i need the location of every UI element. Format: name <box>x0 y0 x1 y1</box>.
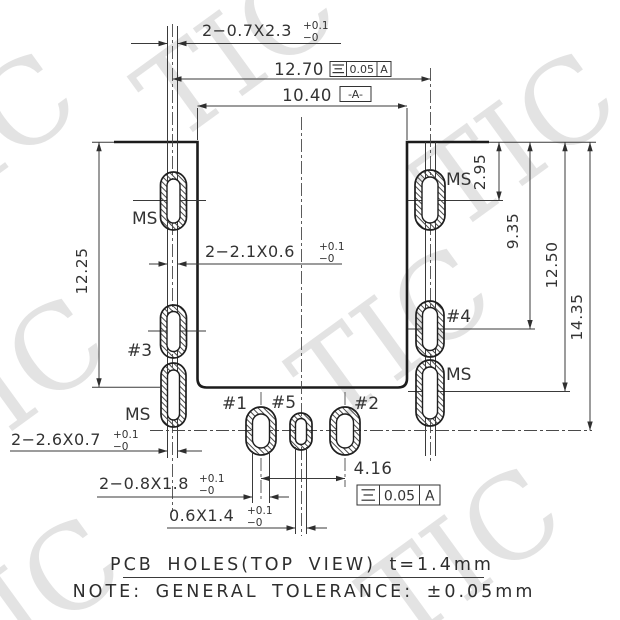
hole-3 <box>159 304 188 359</box>
dim-left-height: 12.25 <box>73 248 91 295</box>
holes <box>159 169 446 456</box>
hole-ms-right-bottom <box>415 359 445 427</box>
dim-width-outer: 12.70 <box>274 60 324 79</box>
dim-top-slot-tol-plus: +0.1 <box>303 20 329 32</box>
symmetry-icon <box>361 489 375 501</box>
dim-top-slot-tol-minus: −0 <box>303 32 318 44</box>
note-tolerance: NOTE: GENERAL TOLERANCE: ±0.05mm <box>73 582 536 602</box>
hole-4 <box>415 300 445 358</box>
label-hole4: #4 <box>446 307 471 327</box>
dim-right-9-35: 9.35 <box>504 213 522 250</box>
dim-hole5-slot-tol-plus: +0.1 <box>247 505 273 517</box>
dim-right-14-35: 14.35 <box>568 294 586 341</box>
fcf-bottom-tolerance: 0.05 <box>384 489 415 505</box>
fcf-top: 0.05 A <box>329 61 392 77</box>
datum-a-label: -A- <box>348 88 363 101</box>
dim-hole1-slot-tol-plus: +0.1 <box>199 473 225 485</box>
dimension-lines <box>10 40 593 531</box>
dim-top-slot: 2−0.7X2.3 <box>202 21 292 40</box>
dim-mid-slot-tol-minus: −0 <box>319 253 334 265</box>
dim-width-inner: 10.40 <box>282 86 332 105</box>
hole-2 <box>329 406 361 456</box>
label-hole2: #2 <box>354 394 379 414</box>
dim-right-12-50: 12.50 <box>543 242 561 289</box>
hole-5 <box>289 412 313 451</box>
note-title: PCB HOLES(TOP VIEW) t=1.4mm <box>110 555 494 575</box>
dim-bottom-left-slot: 2−2.6X0.7 <box>11 430 101 449</box>
label-ms-left-bottom: MS <box>125 405 150 425</box>
label-ms-right-top: MS <box>446 170 471 190</box>
watermark-text: TIC <box>0 271 131 503</box>
label-hole3: #3 <box>127 341 152 361</box>
dim-hole1-slot: 2−0.8X1.8 <box>99 474 189 493</box>
fcf-top-tolerance: 0.05 <box>350 63 375 76</box>
label-hole5: #5 <box>271 393 296 413</box>
fcf-bottom: 0.05 A <box>356 484 441 506</box>
dim-hole5-slot-tol-minus: −0 <box>247 517 262 529</box>
symmetry-icon <box>332 64 344 74</box>
dim-hole5-slot: 0.6X1.4 <box>169 506 234 525</box>
fcf-top-datum: A <box>380 63 388 76</box>
notes-block: PCB HOLES(TOP VIEW) t=1.4mm NOTE: GENERA… <box>73 555 536 602</box>
label-ms-right-bottom: MS <box>446 365 471 385</box>
dim-mid-slot-tol-plus: +0.1 <box>319 241 345 253</box>
dim-pitch: 4.16 <box>354 459 393 478</box>
label-hole1: #1 <box>222 394 247 414</box>
dimension-texts: 2−0.7X2.3 +0.1 −0 12.70 10.40 2−2.1X0.6 … <box>11 20 586 529</box>
label-ms-left-top: MS <box>132 209 157 229</box>
dim-bottom-left-slot-tol-minus: −0 <box>113 441 128 453</box>
hole-ms-left-top <box>159 171 188 231</box>
dim-right-2-95: 2.95 <box>471 154 489 191</box>
dim-hole1-slot-tol-minus: −0 <box>199 485 214 497</box>
hole-ms-right-top <box>414 169 446 231</box>
part-outline <box>114 140 489 389</box>
dim-mid-slot: 2−2.1X0.6 <box>205 242 295 261</box>
extension-lines <box>92 108 596 534</box>
hole-labels: MS #3 MS MS #4 MS #1 #5 #2 <box>125 170 471 425</box>
hole-ms-left-bottom <box>160 362 187 428</box>
datum-flag: -A- <box>339 86 372 102</box>
watermark-text: TIC <box>0 26 101 258</box>
hole-1 <box>245 406 277 456</box>
dim-bottom-left-slot-tol-plus: +0.1 <box>113 429 139 441</box>
fcf-bottom-datum: A <box>425 489 435 505</box>
